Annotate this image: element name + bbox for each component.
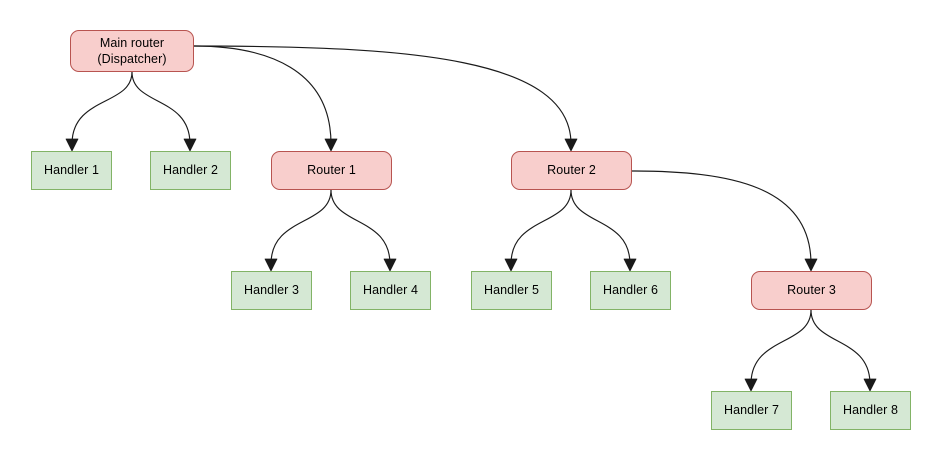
- arrow-head-icon: [65, 138, 79, 152]
- edge-router-1-to-handler-3: [270, 189, 332, 265]
- arrow-head-icon: [264, 258, 278, 272]
- arrow-head-icon: [863, 378, 877, 392]
- node-handler-2[interactable]: Handler 2: [150, 151, 231, 190]
- edge-router-2-to-handler-5: [510, 189, 572, 265]
- edge-main-router-to-router-2: [193, 45, 572, 145]
- arrow-head-icon: [564, 138, 578, 152]
- node-main-router[interactable]: Main router (Dispatcher): [70, 30, 194, 72]
- node-handler-1[interactable]: Handler 1: [31, 151, 112, 190]
- edge-router-2-to-router-3: [631, 170, 812, 265]
- arrow-head-icon: [383, 258, 397, 272]
- edge-main-router-to-router-1: [193, 45, 332, 145]
- node-handler-3[interactable]: Handler 3: [231, 271, 312, 310]
- edge-router-3-to-handler-8: [810, 309, 871, 385]
- node-handler-6[interactable]: Handler 6: [590, 271, 671, 310]
- edge-main-router-to-handler-1: [71, 71, 133, 145]
- node-router-1[interactable]: Router 1: [271, 151, 392, 190]
- node-handler-7[interactable]: Handler 7: [711, 391, 792, 430]
- node-router-3[interactable]: Router 3: [751, 271, 872, 310]
- arrow-head-icon: [623, 258, 637, 272]
- node-handler-8[interactable]: Handler 8: [830, 391, 911, 430]
- node-router-2[interactable]: Router 2: [511, 151, 632, 190]
- edge-router-1-to-handler-4: [330, 189, 391, 265]
- node-handler-5[interactable]: Handler 5: [471, 271, 552, 310]
- node-handler-4[interactable]: Handler 4: [350, 271, 431, 310]
- edge-router-2-to-handler-6: [570, 189, 631, 265]
- arrow-head-icon: [504, 258, 518, 272]
- arrow-head-icon: [744, 378, 758, 392]
- edge-router-3-to-handler-7: [750, 309, 812, 385]
- arrow-head-icon: [183, 138, 197, 152]
- edge-main-router-to-handler-2: [131, 71, 191, 145]
- arrow-head-icon: [804, 258, 818, 272]
- arrow-head-icon: [324, 138, 338, 152]
